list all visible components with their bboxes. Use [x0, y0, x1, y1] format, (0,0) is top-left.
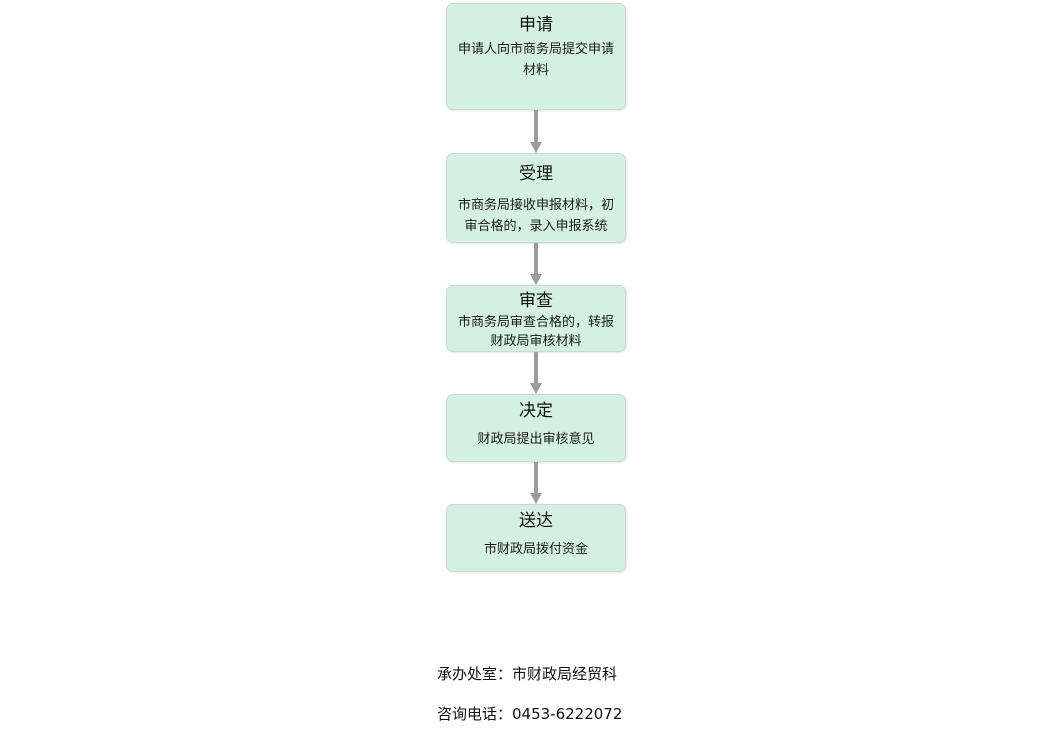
arrow-shaft	[534, 243, 538, 274]
flow-node-description: 市财政局拨付资金	[483, 542, 588, 557]
flow-connector-arrow-down	[530, 352, 542, 394]
flow-connector-arrow-down	[530, 462, 542, 504]
footer-department-line: 承办处室：市财政局经贸科	[437, 665, 618, 683]
flow-node-application: 申请 申请人向市商务局提交申请材料	[446, 3, 626, 110]
arrow-head-icon	[530, 493, 542, 504]
arrow-shaft	[534, 110, 538, 142]
footer-info: 承办处室：市财政局经贸科 咨询电话：0453-6222072	[437, 664, 837, 744]
flow-node-title: 受理	[519, 164, 553, 184]
footer-phone-line: 咨询电话：0453-6222072	[437, 705, 623, 723]
flow-node-title: 决定	[519, 401, 553, 421]
flow-node-delivery: 送达 市财政局拨付资金	[446, 504, 626, 572]
arrow-shaft	[534, 352, 538, 383]
flow-node-description: 申请人向市商务局提交申请材料	[457, 42, 614, 78]
arrow-shaft	[534, 462, 538, 493]
flow-node-description: 市商务局接收申报材料，初审合格的，录入申报系统	[457, 198, 614, 234]
arrow-head-icon	[530, 142, 542, 153]
arrow-head-icon	[530, 274, 542, 285]
arrow-head-icon	[530, 383, 542, 394]
flow-node-title: 送达	[519, 511, 553, 531]
flow-node-description: 市商务局审查合格的，转报财政局审核材料	[457, 315, 614, 349]
flow-node-title: 审查	[519, 291, 553, 311]
flow-node-review: 审查 市商务局审查合格的，转报财政局审核材料	[446, 285, 626, 352]
flow-node-title: 申请	[519, 15, 553, 35]
flow-node-description: 财政局提出审核意见	[477, 432, 595, 447]
flow-connector-arrow-down	[530, 243, 542, 285]
flow-connector-arrow-down	[530, 110, 542, 153]
flow-node-acceptance: 受理 市商务局接收申报材料，初审合格的，录入申报系统	[446, 153, 626, 243]
flow-node-decision: 决定 财政局提出审核意见	[446, 394, 626, 462]
